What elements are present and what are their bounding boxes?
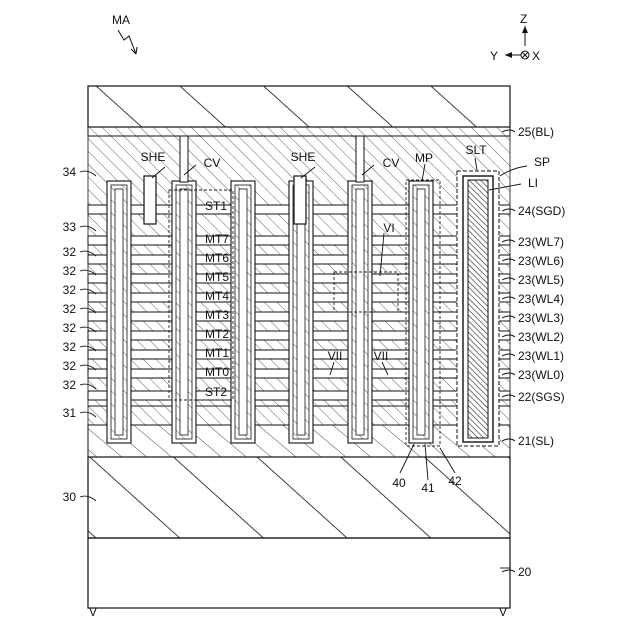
- contact-li: [468, 180, 488, 438]
- label-mt-4: MT3: [205, 308, 229, 322]
- label-sp: SP: [534, 155, 550, 169]
- label-33: 33: [63, 220, 77, 234]
- label-substrate: 20: [518, 565, 532, 579]
- label-slt: SLT: [465, 143, 487, 157]
- memory-pillar: [409, 181, 433, 443]
- label-32-5: 32: [63, 340, 77, 354]
- label-mt-7: MT0: [205, 365, 229, 379]
- pillar-core-40: [297, 189, 305, 435]
- slit-structure: [457, 171, 499, 446]
- label-32-0: 32: [63, 245, 77, 259]
- label-mt-0: MT7: [205, 232, 229, 246]
- label-mt-5: MT2: [205, 327, 229, 341]
- label-32-6: 32: [63, 359, 77, 373]
- pillar-core-40: [417, 189, 425, 435]
- label-32-1: 32: [63, 264, 77, 278]
- axis-y-label: Y: [490, 49, 498, 63]
- label-wl-6: 23(WL1): [518, 349, 564, 363]
- label-she-2: SHE: [291, 150, 316, 164]
- memory-pillar: [231, 181, 255, 443]
- label-32-3: 32: [63, 302, 77, 316]
- label-31: 31: [63, 406, 77, 420]
- figure-label-ma: MA: [112, 13, 130, 27]
- label-vii-2: VII: [374, 349, 389, 363]
- label-sgd: 24(SGD): [518, 204, 565, 218]
- label-sl: 21(SL): [518, 434, 554, 448]
- label-wl-2: 23(WL5): [518, 273, 564, 287]
- top-insulator-34: [88, 86, 510, 127]
- label-cv-2: CV: [383, 156, 400, 170]
- label-st1: ST1: [205, 199, 227, 213]
- marker-v-left: V: [89, 605, 97, 619]
- label-wl-7: 23(WL0): [518, 368, 564, 382]
- label-wl-5: 23(WL2): [518, 330, 564, 344]
- axis-z-label: Z: [520, 12, 527, 26]
- label-mp: MP: [415, 151, 433, 165]
- label-mt-6: MT1: [205, 346, 229, 360]
- bit-line-25: [88, 127, 510, 136]
- label-mt-2: MT5: [205, 270, 229, 284]
- label-34: 34: [63, 165, 77, 179]
- label-vi: VI: [383, 221, 394, 235]
- substrate-20: [88, 538, 510, 608]
- label-wl-4: 23(WL3): [518, 311, 564, 325]
- memory-pillar: [107, 181, 131, 443]
- label-41: 41: [421, 481, 435, 495]
- label-mt-1: MT6: [205, 251, 229, 265]
- label-she-1: SHE: [141, 150, 166, 164]
- label-32-2: 32: [63, 283, 77, 297]
- label-wl-3: 23(WL4): [518, 292, 564, 306]
- memory-pillar: [172, 181, 196, 443]
- label-wl-0: 23(WL7): [518, 235, 564, 249]
- right-layer-labels: 25(BL) 24(SGD) 23(WL7) 23(WL6) 23(WL5) 23(WL4…: [502, 125, 565, 579]
- label-st2: ST2: [205, 385, 227, 399]
- label-42: 42: [448, 474, 462, 488]
- label-cv-1: CV: [204, 156, 221, 170]
- axis-x-label: X: [532, 49, 540, 63]
- label-sgs: 22(SGS): [518, 390, 565, 404]
- marker-v-right: V: [499, 605, 507, 619]
- layer-30: [88, 457, 510, 538]
- axis-indicator: Z Y X: [490, 12, 540, 63]
- label-32-4: 32: [63, 321, 77, 335]
- label-li: LI: [528, 176, 538, 190]
- label-mt-3: MT4: [205, 289, 229, 303]
- label-30: 30: [63, 490, 77, 504]
- label-32-7: 32: [63, 378, 77, 392]
- label-40: 40: [392, 476, 406, 490]
- pillar-core-40: [115, 189, 123, 435]
- label-vii-1: VII: [328, 349, 343, 363]
- pillar-core-40: [239, 189, 247, 435]
- label-wl-1: 23(WL6): [518, 254, 564, 268]
- figure-id: MA: [112, 13, 137, 54]
- pillar-core-40: [180, 189, 188, 435]
- label-bl: 25(BL): [518, 125, 554, 139]
